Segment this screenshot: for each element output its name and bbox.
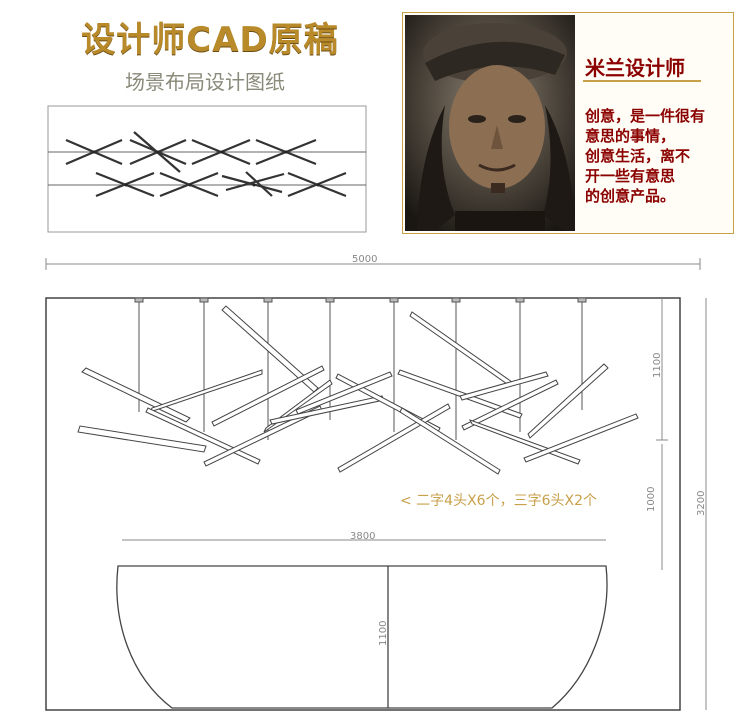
designer-quote-line: 创意，是一件很有 xyxy=(585,107,706,125)
fixture-count-note: < 二字4头X6个，三字6头X2个 xyxy=(400,493,597,509)
plan-cross-row-2 xyxy=(95,171,347,198)
upper-height-label: 1100 xyxy=(652,353,663,378)
elevation-frame xyxy=(45,297,681,711)
total-width-dimension xyxy=(45,258,701,270)
designer-panel xyxy=(402,12,734,234)
designer-quote-line: 的创意产品。 xyxy=(585,187,676,205)
mid-height-label: 1000 xyxy=(646,487,657,512)
designer-quote-line: 开一些有意思 xyxy=(585,167,676,185)
page-subtitle: 场景布局设计图纸 xyxy=(125,70,285,94)
table-outline xyxy=(116,565,608,709)
plan-view xyxy=(47,105,367,233)
designer-portrait xyxy=(405,15,575,231)
designer-title: 米兰设计师 xyxy=(585,56,685,80)
designer-title-underline xyxy=(583,80,701,82)
table-width-label: 3800 xyxy=(350,531,375,542)
ceiling-mounts xyxy=(134,297,587,440)
table-height-label: 1100 xyxy=(378,621,389,646)
pendant-rods xyxy=(77,305,639,475)
designer-quote-line: 创意生活，离不 xyxy=(585,147,691,165)
total-width-label: 5000 xyxy=(352,254,377,265)
page-title: 设计师CAD原稿 xyxy=(81,20,339,60)
right-dimensions xyxy=(656,298,707,710)
designer-quote-line: 意思的事情， xyxy=(585,127,676,145)
total-height-label: 3200 xyxy=(696,491,707,516)
